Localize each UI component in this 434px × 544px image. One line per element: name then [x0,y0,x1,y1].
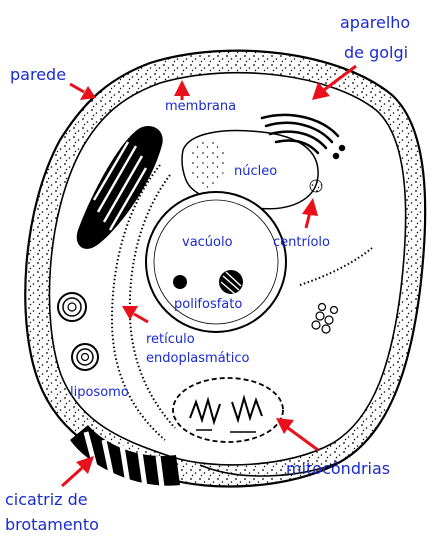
label-liposomo: liposomo [70,385,129,400]
label-nucleo: núcleo [234,164,277,179]
label-reticulo-1: retículo [146,332,195,347]
label-vacuolo: vacúolo [182,235,233,250]
mitochondria [173,378,283,442]
label-centriolo: centríolo [273,235,330,250]
centriole [310,180,322,192]
arrow-cicatriz [62,456,94,486]
arrow-parede [70,84,96,100]
label-parede: parede [10,65,66,84]
label-aparelho-1: aparelho [340,13,410,32]
label-cicatriz-2: brotamento [5,515,99,534]
label-polifosfato: polifosfato [174,297,242,312]
label-reticulo-2: endoplasmático [146,351,250,366]
label-cicatriz-1: cicatriz de [5,490,88,509]
label-membrana: membrana [165,99,236,114]
label-mitocondrias: mitocôndrias [286,459,390,478]
label-aparelho-2: de golgi [344,43,408,62]
